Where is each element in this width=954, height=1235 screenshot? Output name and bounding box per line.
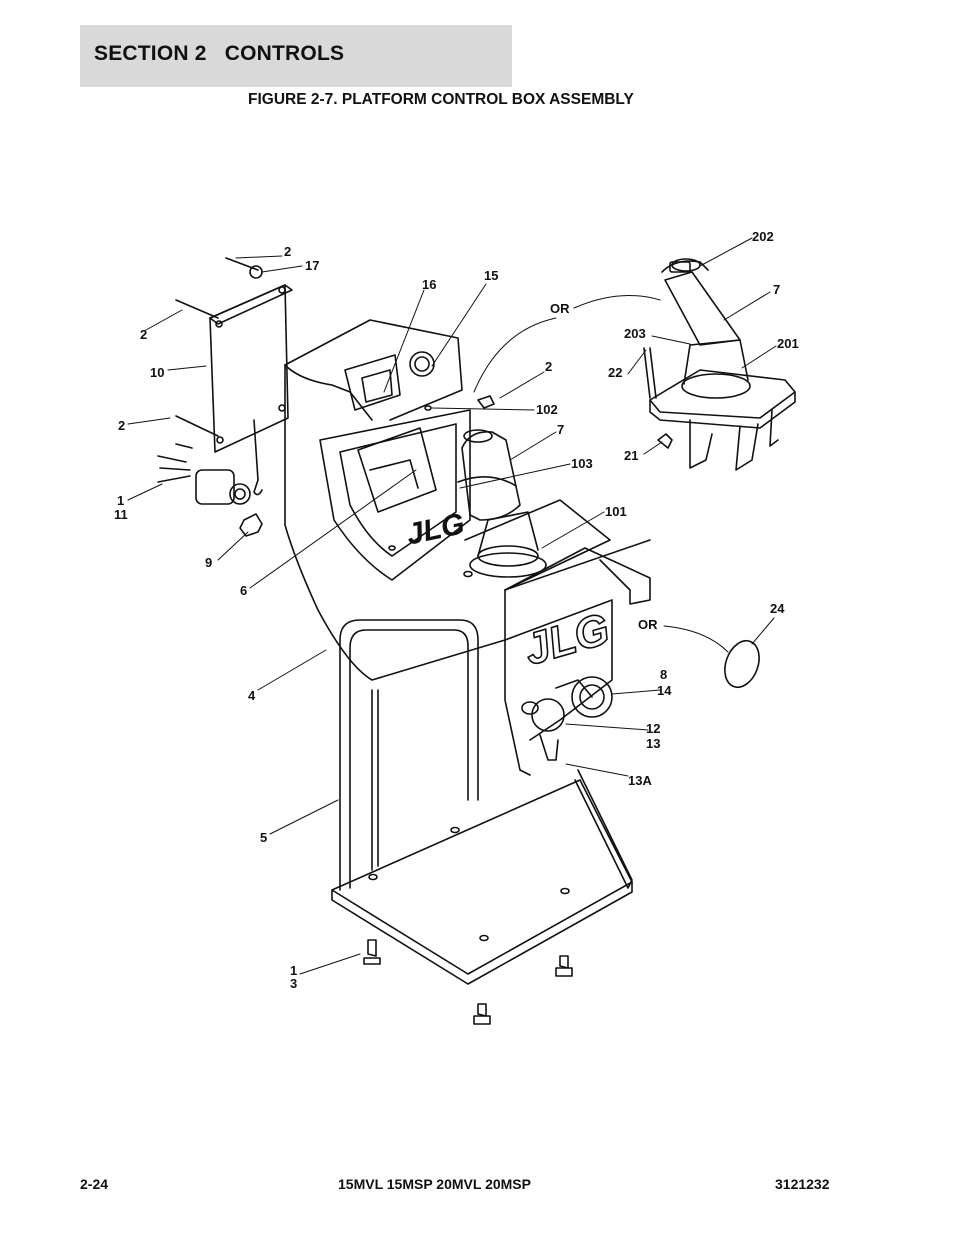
document-number: 3121232: [775, 1176, 830, 1192]
callout-201: 201: [777, 336, 799, 351]
jlg-logo-upper: JLG: [404, 507, 468, 551]
alt-joystick: [643, 258, 796, 471]
guard-rail: [339, 619, 633, 891]
front-controls: [521, 676, 613, 761]
callout-13: 13: [646, 736, 661, 751]
callout-or-lower: OR: [638, 617, 658, 632]
callout-2-right: 2: [545, 359, 553, 374]
jlg-logo-lower: JLG: [519, 604, 615, 675]
cover-plate: [175, 257, 293, 496]
model-list: 15MVL 15MSP 20MVL 20MSP: [338, 1176, 531, 1192]
callout-7: 7: [557, 422, 565, 437]
callout-7-alt: 7: [773, 282, 781, 297]
callout-2-lower: 2: [118, 418, 126, 433]
callout-202: 202: [752, 229, 774, 244]
callout-5: 5: [260, 830, 268, 845]
callout-2-top: 2: [284, 244, 292, 259]
callout-21: 21: [624, 448, 639, 463]
joystick-center: [457, 429, 547, 578]
callout-24: 24: [770, 601, 785, 616]
callout-9: 9: [205, 555, 213, 570]
fasteners: [363, 395, 760, 1025]
callout-101: 101: [605, 504, 627, 519]
figure-title: FIGURE 2-7. PLATFORM CONTROL BOX ASSEMBL…: [248, 91, 634, 108]
callout-or-upper: OR: [550, 301, 570, 316]
callout-13a: 13A: [628, 773, 652, 788]
base-plate: [331, 779, 633, 985]
section-header: SECTION 2 CONTROLS: [80, 25, 512, 87]
leader-lines: [127, 237, 777, 975]
callout-11: 11: [114, 507, 128, 522]
page-number: 2-24: [80, 1176, 109, 1192]
callout-22: 22: [608, 365, 623, 380]
rocker-switch: [357, 427, 437, 513]
callout-203: 203: [624, 326, 646, 341]
callout-2-left: 2: [140, 327, 148, 342]
callout-1-upper: 1: [117, 493, 125, 508]
callout-4: 4: [248, 688, 256, 703]
callout-102: 102: [536, 402, 558, 417]
callout-6: 6: [240, 583, 248, 598]
callout-14: 14: [657, 683, 672, 698]
callout-15: 15: [484, 268, 499, 283]
receptacle: [157, 443, 263, 537]
callout-17: 17: [305, 258, 320, 273]
callout-3: 3: [290, 976, 298, 991]
callout-10: 10: [150, 365, 165, 380]
callout-103: 103: [571, 456, 593, 471]
callout-8: 8: [660, 667, 668, 682]
callout-1-lower: 1: [290, 963, 298, 978]
callout-12: 12: [646, 721, 661, 736]
callout-16: 16: [422, 277, 437, 292]
section-title: SECTION 2 CONTROLS: [94, 42, 345, 65]
